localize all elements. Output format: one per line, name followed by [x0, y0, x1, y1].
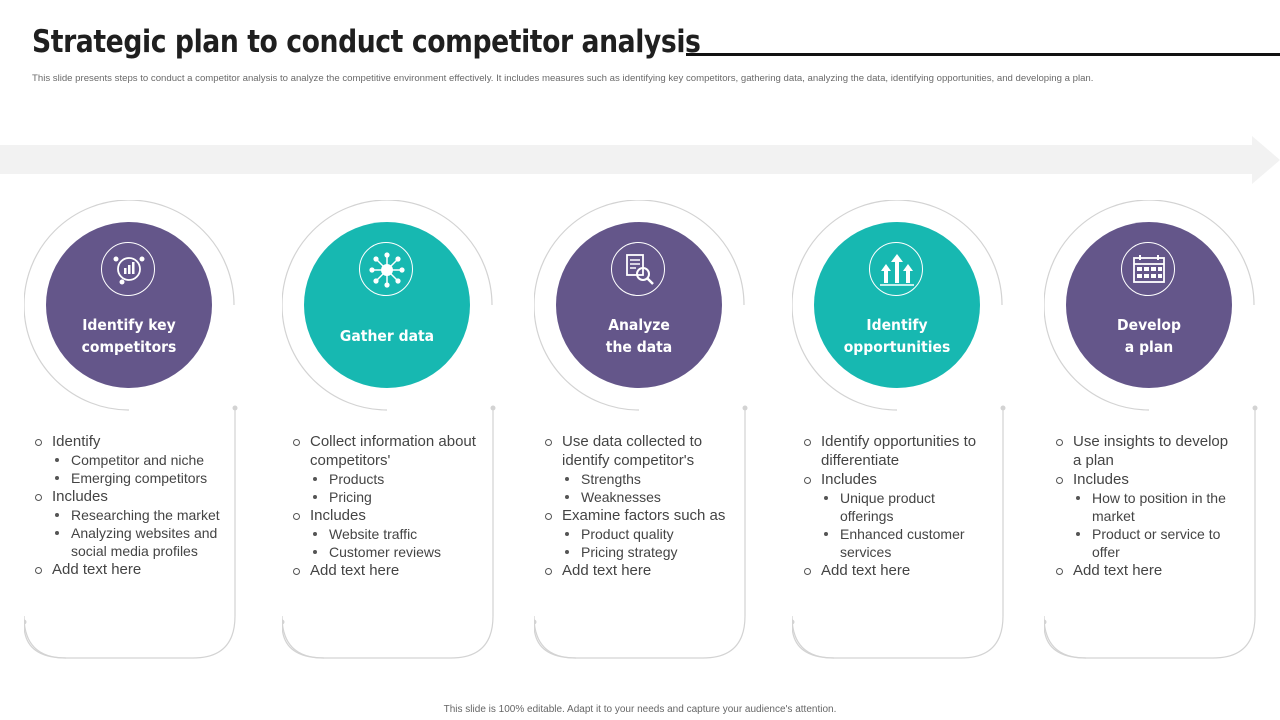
list-item: Use data collected to identify competito…	[544, 432, 742, 506]
step-card: Develop a plan	[1044, 200, 1280, 660]
sub-list-item: Product or service to offer	[1073, 525, 1240, 561]
list-item: Add text here	[1055, 561, 1240, 580]
sub-list-item: Unique product offerings	[821, 489, 988, 525]
footer-note: This slide is 100% editable. Adapt it to…	[443, 704, 837, 715]
sub-list-item: How to position in the market	[1073, 489, 1240, 525]
step-title: Identify key competitors	[81, 316, 177, 356]
step-disc: Identify key competitors	[46, 222, 212, 388]
step-outline	[282, 200, 496, 659]
step-card: Analyze the data	[534, 200, 774, 660]
list-item-text: Add text here	[821, 562, 911, 579]
page-title: Strategic plan to conduct competitor ana…	[32, 24, 701, 60]
page-subtitle: This slide presents steps to conduct a c…	[32, 73, 1094, 84]
list-item-text: Use data collected to identify competito…	[562, 433, 703, 469]
sub-list-item: Website traffic	[310, 525, 492, 543]
step-outline	[1044, 200, 1258, 659]
list-item: Add text here	[34, 560, 239, 579]
sub-list-item: Product quality	[562, 525, 742, 543]
bar-chart-people-icon	[101, 242, 155, 296]
sub-list-item: Pricing strategy	[562, 543, 742, 561]
sub-list-item: Customer reviews	[310, 543, 492, 561]
step-title: Gather data	[339, 327, 435, 345]
sub-list-item: Researching the market	[52, 506, 239, 524]
list-item: Identify opportunities to differentiate	[803, 432, 988, 470]
list-item-text: Includes	[310, 507, 366, 524]
timeline-arrow	[0, 136, 1280, 184]
step-disc: Analyze the data	[556, 222, 722, 388]
list-item-text: Identify	[52, 433, 101, 450]
document-magnifier-icon	[611, 242, 665, 296]
growth-arrows-icon	[869, 242, 923, 296]
step-disc: Develop a plan	[1066, 222, 1232, 388]
list-item-text: Add text here	[562, 562, 652, 579]
step-disc: Identify opportunities	[814, 222, 980, 388]
list-item-text: Includes	[1073, 471, 1129, 488]
step-outline	[792, 200, 1006, 659]
step-title: Identify opportunities	[843, 316, 951, 356]
sub-list-item: Pricing	[310, 488, 492, 506]
list-item: Use insights to develop a plan	[1055, 432, 1240, 470]
step-outline	[534, 200, 748, 659]
list-item-text: Identify opportunities to differentiate	[821, 433, 977, 469]
step-card: Gather data	[282, 200, 522, 660]
sub-list-item: Analyzing websites and social media prof…	[52, 524, 239, 560]
list-item-text: Add text here	[1073, 562, 1163, 579]
list-item: Add text here	[803, 561, 988, 580]
step-bullet-list: Use data collected to identify competito…	[544, 432, 742, 580]
sub-list-item: Enhanced customer services	[821, 525, 988, 561]
list-item-text: Includes	[821, 471, 877, 488]
list-item-text: Examine factors such as	[562, 507, 726, 524]
sub-list-item: Competitor and niche	[52, 451, 239, 469]
list-item: Add text here	[292, 561, 492, 580]
list-item-text: Includes	[52, 488, 108, 505]
list-item-text: Add text here	[52, 561, 142, 578]
list-item: Collect information about competitors'Pr…	[292, 432, 492, 506]
sub-list-item: Emerging competitors	[52, 469, 239, 487]
step-bullet-list: Collect information about competitors'Pr…	[292, 432, 492, 580]
list-item-text: Add text here	[310, 562, 400, 579]
calendar-grid-icon	[1121, 242, 1175, 296]
step-card: Identify key competitors	[24, 200, 264, 660]
step-title: Develop a plan	[1117, 316, 1181, 356]
step-outline	[24, 200, 238, 659]
network-hub-icon	[359, 242, 413, 296]
list-item-text: Use insights to develop a plan	[1073, 433, 1229, 469]
step-title: Analyze the data	[605, 316, 673, 356]
sub-list-item: Products	[310, 470, 492, 488]
sub-list-item: Weaknesses	[562, 488, 742, 506]
list-item: Add text here	[544, 561, 742, 580]
sub-list-item: Strengths	[562, 470, 742, 488]
step-card: Identify opportunities	[792, 200, 1032, 660]
title-underline	[686, 53, 1280, 56]
list-item-text: Collect information about competitors'	[310, 433, 476, 469]
step-disc: Gather data	[304, 222, 470, 388]
